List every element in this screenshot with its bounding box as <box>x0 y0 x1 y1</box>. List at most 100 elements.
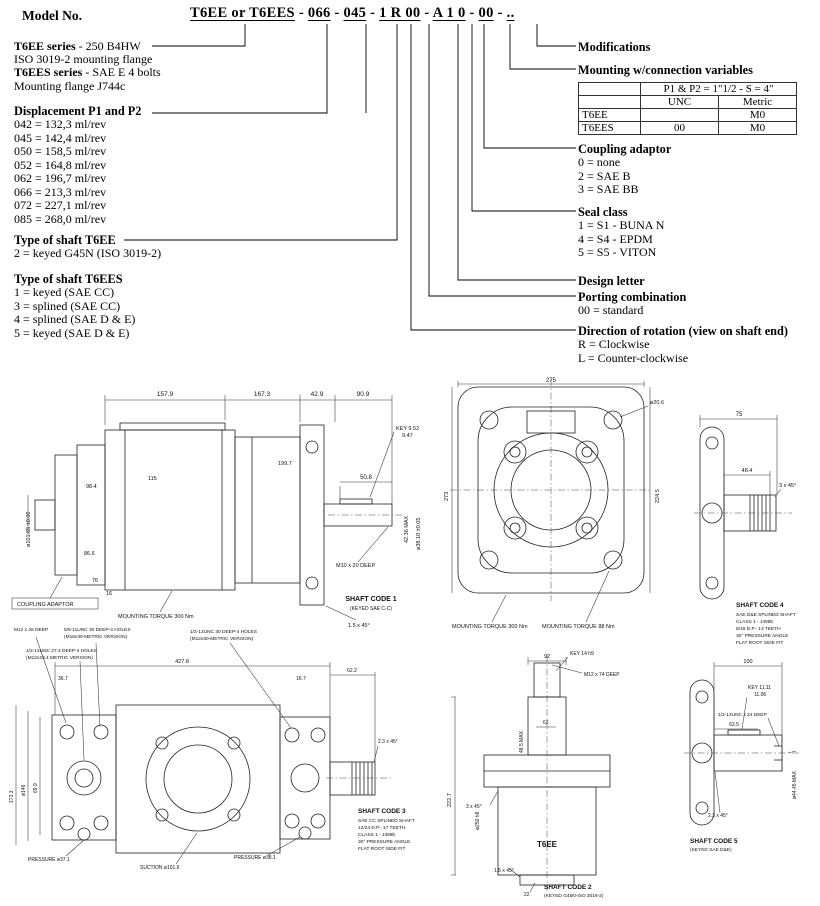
model-code-segment: 066 <box>307 5 331 21</box>
displacement-option: 042 = 132,3 ml/rev <box>14 117 107 131</box>
drawing-label: 273 <box>444 492 450 501</box>
seal-option: 1 = S1 - BUNA N <box>578 218 665 232</box>
t6ee-series-title: T6EE series <box>14 39 76 53</box>
table-row: T6EE M0 <box>578 108 797 122</box>
ordering-code-connector-lines <box>124 24 576 331</box>
table-cell-blank <box>578 95 641 109</box>
drawing-label: SAE CC SPLINED SHAFT <box>358 818 415 824</box>
drawing-label: 69.9 <box>33 783 39 793</box>
connector-design-letter <box>457 24 576 281</box>
connector-modifications <box>536 24 576 47</box>
shaft-t6ee-title: Type of shaft T6EE <box>14 233 116 247</box>
drawing-label: (M12x30-METRIC VERSION) <box>190 636 254 642</box>
drawing-label: 22 <box>524 892 530 898</box>
drawing-label: 12/24 D.P.- 17 TEETH <box>358 825 406 831</box>
model-code-segment: A 1 0 <box>432 5 466 21</box>
drawing-label: PRESSURE ø38.1 <box>234 855 276 861</box>
drawing-label: SAE D&E SPLINED SHAFT <box>736 612 796 618</box>
drawing-label: SHAFT CODE 1 <box>345 596 396 603</box>
drawing-label: 167.3 <box>254 391 271 398</box>
drawing-label: 76 <box>92 578 98 584</box>
drawing-label: ø250 h8 <box>475 811 481 830</box>
drawing-label: 2.3 x 45° <box>378 739 398 745</box>
drawing-label: 115 <box>148 476 157 482</box>
drawing-label: 42.36 MAX <box>404 515 410 543</box>
drawing-label: 16 <box>106 591 112 597</box>
table-cell-t6ee-metric: M0 <box>718 108 797 122</box>
rotation-option: R = Clockwise <box>578 337 650 351</box>
displacement-option: 052 = 164,8 ml/rev <box>14 157 107 172</box>
drawing-label: 63 <box>543 720 549 726</box>
table-cell-t6ees-unc: 00 <box>640 121 719 135</box>
connector-shaft-type <box>124 24 398 241</box>
shaft-t6ees-options: 1 = keyed (SAE CC)3 = splined (SAE CC)4 … <box>14 285 135 340</box>
table-cell-t6ee: T6EE <box>578 108 641 122</box>
drawing-label: 42.9 <box>311 391 324 398</box>
drawing-label: KEY 14 h9 <box>570 651 594 657</box>
connector-series <box>152 24 246 47</box>
displacement-option: 050 = 158,5 ml/rev <box>14 144 107 158</box>
model-code: T6EE or T6EES - 066 - 045 - 1 R 00 - A 1… <box>190 5 515 22</box>
design-letter-title: Design letter <box>578 274 645 288</box>
drawing-label: CLASS 1 - J498b <box>736 619 773 625</box>
drawing-label: ø38.10 ±0.05 <box>416 518 422 550</box>
drawing-label: 36.7 <box>58 676 68 682</box>
drawing-label: COUPLING ADAPTOR <box>17 602 73 608</box>
drawing-label: (KEYED SAE C-C) <box>350 606 392 612</box>
t6ee-series-suffix: - 250 B4HW <box>75 39 141 53</box>
drawing-label: CLASS 1 - J498b <box>358 832 395 838</box>
model-code-segment: 00 <box>478 5 494 21</box>
drawing-label: 1/2-13UNC x 24 DEEP <box>718 712 767 718</box>
drawing-label: 5/8-11UNC 30 DEEP-4 HOLES <box>64 627 131 633</box>
drawing-label: 1.5 x 45° <box>348 623 370 629</box>
drawing-label: 427.8 <box>175 659 189 665</box>
mounting-table: P1 & P2 = 1"1/2 - S = 4" UNC Metric T6EE… <box>578 82 797 135</box>
model-code-segment: 1 R 00 <box>379 5 421 21</box>
table-cell-t6ees-metric: M0 <box>718 121 797 135</box>
coupling-title: Coupling adaptor <box>578 142 672 156</box>
drawing-label: KEY 11.11 <box>748 685 771 691</box>
table-col-metric: Metric <box>718 95 797 109</box>
drawing-label: 222.7 <box>447 793 453 807</box>
t6ees-series-suffix: - SAE E 4 bolts <box>82 65 161 80</box>
coupling-option: 0 = none <box>578 155 621 169</box>
table-cell-blank <box>578 82 641 96</box>
coupling-option: 3 = SAE BB <box>578 182 639 196</box>
model-no-label: Model No. <box>22 8 82 23</box>
displacement-option: 045 = 142,4 ml/rev <box>14 130 107 145</box>
drawing-label: 11.06 <box>754 692 766 698</box>
drawing-label: 50.8 <box>360 475 372 481</box>
drawing-label: 30° PRESSURE ANGLE <box>736 633 788 639</box>
connector-mounting <box>509 24 576 70</box>
displacement-title: Displacement P1 and P2 <box>14 104 142 118</box>
drawing-label: FLAT ROOT SIDE FIT <box>736 640 784 646</box>
drawing-label: SHAFT CODE 3 <box>358 808 406 815</box>
t6ees-series-flange: Mounting flange J744c <box>14 78 126 93</box>
drawing-label: ø44.45 MAX <box>792 771 798 799</box>
displacement-option: 085 = 268,0 ml/rev <box>14 211 107 226</box>
drawing-label: (KEYED G45N-ISO 3019-2) <box>544 893 604 899</box>
table-cell-t6ee-unc <box>640 108 719 122</box>
table-row: UNC Metric <box>578 95 797 109</box>
model-code-segment: - <box>330 5 344 21</box>
drawing-label: 1/2-13UNC 30 DEEP-4 HOLES <box>190 629 257 635</box>
model-code-segment: - <box>420 5 433 21</box>
model-code-segment: - <box>366 5 380 21</box>
drawing-label: MOUNTING TORQUE 300 Nm <box>118 614 194 620</box>
seal-option: 5 = S5 - VITON <box>578 245 657 259</box>
drawing-label: 48.5 MAX <box>519 730 525 753</box>
rotation-option: L = Counter-clockwise <box>578 350 689 365</box>
drawing-label: ø20.6 <box>650 400 664 406</box>
drawing-label: 8/16 D.P.- 13 TEETH <box>736 626 781 632</box>
connector-rotation <box>410 24 576 331</box>
